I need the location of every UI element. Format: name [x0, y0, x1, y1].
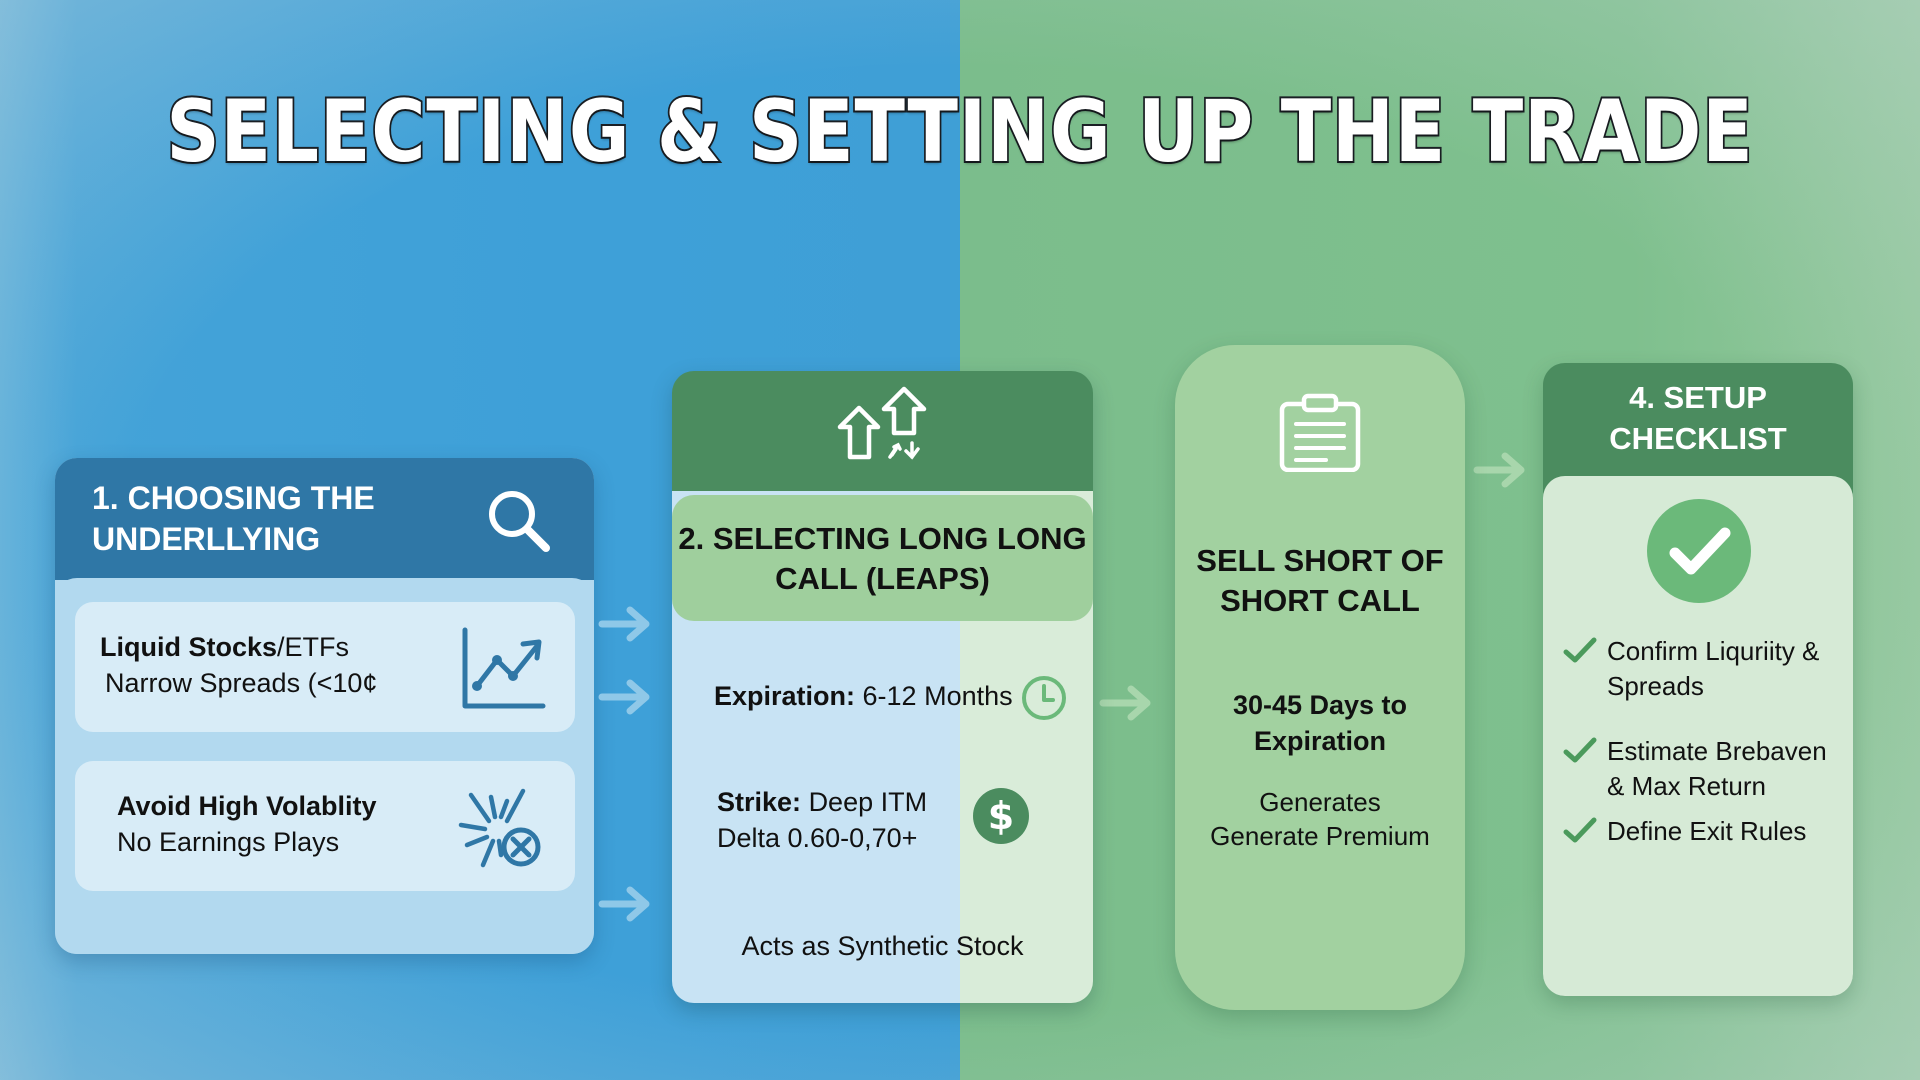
criteria-detail: No Earnings Plays	[117, 827, 340, 857]
card2-title: 2. SELECTING LONG LONG CALL (LEAPS)	[672, 495, 1093, 621]
page-title: SELECTING & SETTING UP THE TRADE	[165, 80, 1755, 184]
criteria-detail: Narrow Spreads (<10¢	[105, 668, 378, 698]
card4-body: Confirm Liquriity & Spreads Estimate Bre…	[1543, 476, 1853, 996]
card3-generates: Generates Generate Premium	[1175, 785, 1465, 853]
card3-days: 30-45 Days to Expiration	[1232, 690, 1408, 756]
card1-header: 1. CHOOSING THE UNDERLLYING	[55, 458, 594, 580]
strike-label: Strike:	[717, 787, 802, 817]
criteria-title: Avoid High Volablity	[117, 791, 377, 821]
flow-arrow-icon	[1473, 452, 1525, 488]
flow-arrow-icon	[598, 886, 650, 922]
strike-row: Strike: Deep ITM	[717, 787, 927, 818]
criteria-title-rest: /ETFs	[277, 632, 350, 662]
svg-text:$: $	[988, 794, 1014, 838]
checklist-text: Confirm Liquriity & Spreads	[1607, 636, 1820, 701]
card2-footer: Acts as Synthetic Stock	[741, 931, 1024, 961]
criteria-title-bold: Liquid Stocks	[100, 632, 278, 662]
card1-body: Liquid Stocks/ETFs Narrow Spreads (<10¢ …	[55, 578, 594, 954]
card4-title: 4. SETUP CHECKLIST	[1609, 380, 1787, 456]
card-setup-checklist: 4. SETUP CHECKLIST Confirm Liquriity & S…	[1543, 363, 1853, 996]
expiration-value: 6-12 Months	[862, 681, 1013, 711]
clipboard-icon	[1279, 393, 1361, 472]
checkmark-icon	[1563, 817, 1597, 843]
check-circle-icon	[1647, 499, 1751, 603]
trending-chart-icon	[462, 627, 546, 709]
checklist-text: Estimate Brebaven & Max Return	[1607, 736, 1827, 801]
flow-arrow-icon	[1099, 685, 1151, 721]
criteria-item-liquid-stocks: Liquid Stocks/ETFs Narrow Spreads (<10¢	[75, 602, 575, 732]
card2-header	[672, 371, 1093, 511]
checklist-text: Define Exit Rules	[1607, 816, 1807, 846]
expiration-row: Expiration: 6-12 Months	[714, 681, 1013, 712]
dollar-icon: $	[973, 788, 1029, 844]
strike-value: Deep ITM	[808, 787, 928, 817]
criteria-title: Liquid Stocks/ETFs	[100, 632, 349, 663]
flow-arrow-icon	[598, 606, 650, 642]
checkmark-icon	[1563, 637, 1597, 663]
card3-title: SELL SHORT OF SHORT CALL	[1196, 543, 1444, 618]
generates-line2: Generate Premium	[1210, 821, 1430, 851]
card-sell-short-call: SELL SHORT OF SHORT CALL 30-45 Days to E…	[1175, 345, 1465, 1010]
up-arrows-icon	[837, 386, 927, 460]
criteria-item-avoid-volatility: Avoid High Volablity No Earnings Plays	[75, 761, 575, 891]
card-choosing-underlying: 1. CHOOSING THE UNDERLLYING Liquid Stock…	[55, 458, 594, 954]
card-selecting-long-call: 2. SELECTING LONG LONG CALL (LEAPS) Expi…	[672, 371, 1093, 1003]
generates-line1: Generates	[1259, 787, 1381, 817]
search-icon	[489, 491, 550, 552]
expiration-label: Expiration:	[714, 681, 856, 711]
volatility-no-icon	[458, 788, 541, 868]
delta-row: Delta 0.60-0,70+	[717, 823, 918, 853]
flow-arrow-icon	[598, 679, 650, 715]
checkmark-icon	[1563, 737, 1597, 763]
clock-icon	[1022, 676, 1066, 720]
card1-title: 1. CHOOSING THE UNDERLLYING	[92, 480, 375, 557]
